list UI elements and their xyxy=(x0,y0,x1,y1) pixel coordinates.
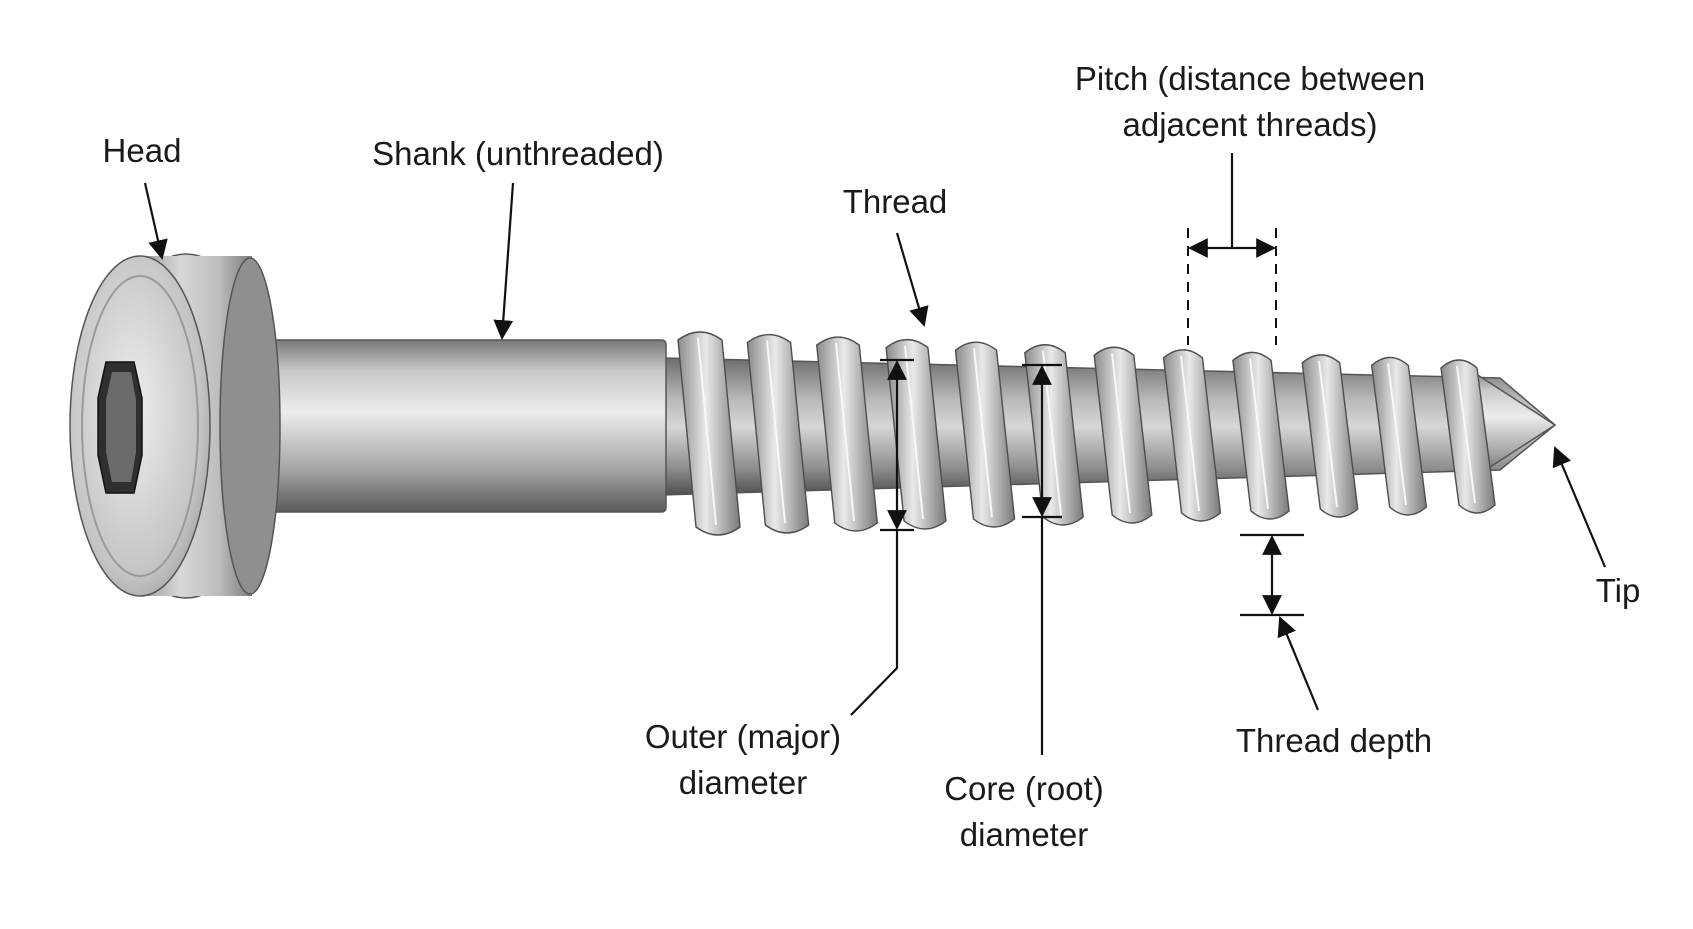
thread-crest xyxy=(1440,359,1496,514)
thread-highlight xyxy=(697,337,717,526)
pitch-dimension xyxy=(1187,153,1277,345)
tip-leader xyxy=(1552,446,1607,568)
shank-body xyxy=(235,339,667,513)
thread-crest xyxy=(1162,349,1222,522)
pitch-label-line2: adjacent threads) xyxy=(1123,106,1378,143)
thread-crest xyxy=(815,336,879,532)
pitch-label-line1: Pitch (distance between xyxy=(1075,60,1425,97)
thread-highlight xyxy=(973,348,993,518)
thread-crest xyxy=(1232,351,1290,520)
outer-diameter-dimension xyxy=(850,358,914,716)
core-diameter-label-line2: diameter xyxy=(960,816,1088,853)
outer-diameter-label-line2: diameter xyxy=(679,764,807,801)
leader-lines xyxy=(143,182,1607,711)
thread-highlight xyxy=(1180,355,1200,512)
thread-highlight xyxy=(835,342,855,522)
head-face-ring xyxy=(81,275,199,577)
thread-crest xyxy=(746,333,810,534)
head-label: Head xyxy=(103,132,182,169)
core-diameter-dimension xyxy=(1022,363,1062,755)
outer-diameter-label-line1: Outer (major) xyxy=(645,718,841,755)
head-leader xyxy=(143,182,168,260)
thread-crest xyxy=(1301,354,1359,518)
thread-highlight xyxy=(1111,353,1131,514)
thread-highlight xyxy=(1456,365,1476,504)
thread-depth-label: Thread depth xyxy=(1236,722,1432,759)
labels: Head Shank (unthreaded) Thread Pitch (di… xyxy=(103,60,1641,853)
thread-highlight xyxy=(1249,358,1269,510)
screw-illustration xyxy=(69,253,1557,599)
tip-label: Tip xyxy=(1596,572,1641,609)
thread-crest xyxy=(1093,346,1153,524)
head-back xyxy=(219,257,281,595)
core-diameter-label-line1: Core (root) xyxy=(944,770,1104,807)
shank-label: Shank (unthreaded) xyxy=(372,135,664,172)
thread-depth-dimension xyxy=(1240,533,1304,617)
shank-leader xyxy=(493,182,515,340)
thread-crest xyxy=(954,341,1016,528)
thread-crest xyxy=(1370,356,1428,516)
thread-leader xyxy=(895,232,929,327)
thread-highlight xyxy=(766,340,786,524)
thread-crest xyxy=(677,331,741,536)
thread-highlight xyxy=(1318,360,1338,508)
thread-label: Thread xyxy=(843,183,948,220)
thread-crests xyxy=(677,331,1496,536)
thread-highlight xyxy=(904,345,924,520)
hex-socket-icon xyxy=(97,361,143,494)
thread-depth-leader xyxy=(1277,616,1320,711)
thread-highlight xyxy=(1387,363,1407,506)
